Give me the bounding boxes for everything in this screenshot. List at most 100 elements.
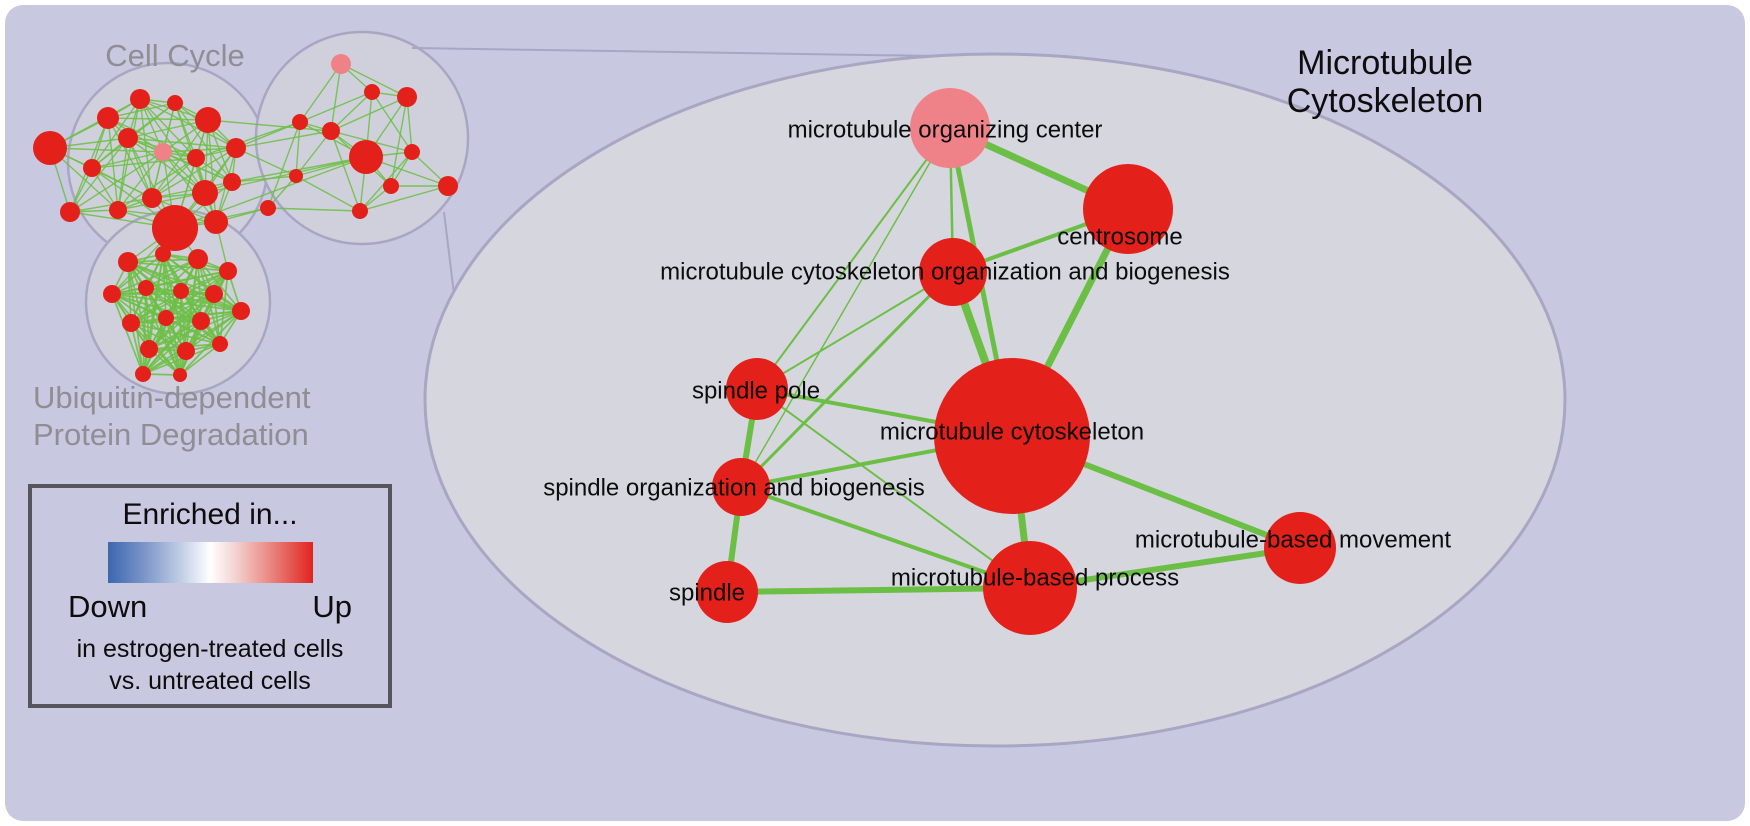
overview-node[interactable] — [173, 368, 187, 382]
overview-node[interactable] — [167, 95, 183, 111]
overview-edge — [145, 287, 242, 312]
magnified-cluster-title: Microtubule Cytoskeleton — [1245, 44, 1525, 120]
overview-node[interactable] — [158, 310, 174, 326]
overview-node[interactable] — [260, 200, 276, 216]
node-label-centrosome: centrosome — [1057, 223, 1182, 250]
overview-node[interactable] — [140, 340, 158, 358]
overview-node[interactable] — [397, 87, 417, 107]
overview-node[interactable] — [130, 89, 150, 109]
overview-node[interactable] — [154, 143, 172, 161]
edge-spindle-pole--microtubule-based-process — [756, 388, 1031, 589]
legend-title: Enriched in... — [122, 498, 298, 531]
overview-node[interactable] — [33, 131, 67, 165]
node-microtubule-cytoskeleton[interactable] — [934, 358, 1090, 514]
overview-node[interactable] — [142, 188, 162, 208]
node-microtubule-organizing-center[interactable] — [910, 88, 990, 168]
enrichment-color-gradient — [107, 542, 313, 583]
node-label-microtubule-cytoskeleton: microtubule cytoskeleton — [880, 418, 1144, 445]
edge-microtubule-organizing-center--spindle-pole — [756, 127, 951, 390]
overview-node[interactable] — [188, 249, 208, 269]
overview-edge — [330, 96, 408, 132]
title-line2: Cytoskeleton — [1286, 82, 1484, 121]
overview-edge — [295, 121, 301, 177]
overview-edge — [111, 293, 144, 375]
overview-node[interactable] — [205, 285, 223, 303]
overview-node[interactable] — [219, 262, 237, 280]
node-centrosome[interactable] — [1083, 164, 1173, 254]
overview-node[interactable] — [109, 201, 127, 219]
overview-edge — [330, 63, 342, 132]
overview-cross-edge — [195, 121, 301, 159]
node-spindle[interactable] — [696, 561, 758, 623]
overview-node[interactable] — [177, 342, 195, 360]
overview-node[interactable] — [97, 107, 119, 129]
overview-edge — [91, 151, 164, 169]
legend-scale-row: Down Up — [68, 589, 352, 625]
legend-caption-line1: in estrogen-treated cells — [76, 635, 344, 663]
overview-edge — [49, 147, 164, 153]
overview-node[interactable] — [404, 144, 420, 160]
legend-up-label: Up — [312, 589, 352, 624]
overview-node[interactable] — [192, 312, 210, 330]
overview-node[interactable] — [212, 336, 228, 352]
overview-node[interactable] — [232, 302, 250, 320]
overview-edge — [111, 258, 199, 295]
overview-node[interactable] — [60, 202, 80, 222]
overview-node[interactable] — [118, 252, 138, 272]
overview-node[interactable] — [352, 203, 368, 219]
overview-node[interactable] — [223, 173, 241, 191]
overview-node[interactable] — [195, 107, 221, 133]
overview-node[interactable] — [349, 140, 383, 174]
overview-node[interactable] — [322, 122, 340, 140]
overview-cross-edge — [207, 119, 332, 132]
overview-node[interactable] — [364, 84, 380, 100]
overview-edge — [330, 91, 373, 132]
overview-edge — [145, 287, 150, 350]
overview-cross-edge — [231, 156, 367, 183]
overview-node[interactable] — [135, 366, 151, 382]
node-microtubule-based-movement[interactable] — [1264, 512, 1336, 584]
cluster-label-cell-cycle: Cell Cycle — [105, 38, 245, 73]
overview-edge — [359, 185, 449, 212]
legend-caption-line2: vs. untreated cells — [109, 667, 311, 695]
overview-edge — [299, 63, 342, 123]
overview-node[interactable] — [331, 54, 351, 74]
overview-node[interactable] — [155, 246, 171, 262]
edge-microtubule-organizing-center--spindle-organization-and-biogenesis — [740, 127, 951, 488]
overview-node[interactable] — [204, 210, 228, 234]
cluster-circle-microtubule-cytoskeleton — [254, 30, 470, 246]
node-label-spindle-organization-and-biogenesis: spindle organization and biogenesis — [543, 474, 925, 501]
legend-down-label: Down — [68, 589, 148, 624]
overview-node[interactable] — [292, 114, 308, 130]
node-label-microtubule-based-movement: microtubule-based movement — [1135, 526, 1451, 553]
node-microtubule-cytoskeleton-organization-and-biogenesis[interactable] — [919, 238, 987, 306]
overview-node[interactable] — [138, 280, 154, 296]
overview-edge — [165, 317, 221, 345]
overview-edge — [107, 117, 119, 211]
node-microtubule-based-process[interactable] — [983, 541, 1077, 635]
overview-node[interactable] — [226, 138, 246, 158]
overview-edge — [197, 258, 202, 322]
overview-node[interactable] — [187, 149, 205, 167]
overview-edge — [151, 181, 233, 199]
overview-node[interactable] — [289, 169, 303, 183]
overview-edge — [142, 287, 147, 375]
overview-node[interactable] — [192, 180, 218, 206]
node-spindle-organization-and-biogenesis[interactable] — [712, 458, 770, 516]
overview-node[interactable] — [118, 128, 138, 148]
overview-edge — [148, 270, 229, 350]
overview-edge — [162, 253, 167, 319]
node-spindle-pole[interactable] — [726, 358, 788, 420]
overview-edge — [111, 293, 181, 376]
overview-edge — [162, 151, 217, 223]
overview-node[interactable] — [438, 176, 458, 196]
overview-node[interactable] — [122, 314, 140, 332]
overview-edge — [390, 96, 408, 187]
overview-node[interactable] — [103, 285, 121, 303]
ubiquitin-label-line1: Ubiquitin-dependent — [33, 380, 311, 415]
overview-node[interactable] — [152, 205, 198, 251]
overview-node[interactable] — [173, 283, 189, 299]
overview-node[interactable] — [383, 178, 399, 194]
overview-node[interactable] — [83, 159, 101, 177]
